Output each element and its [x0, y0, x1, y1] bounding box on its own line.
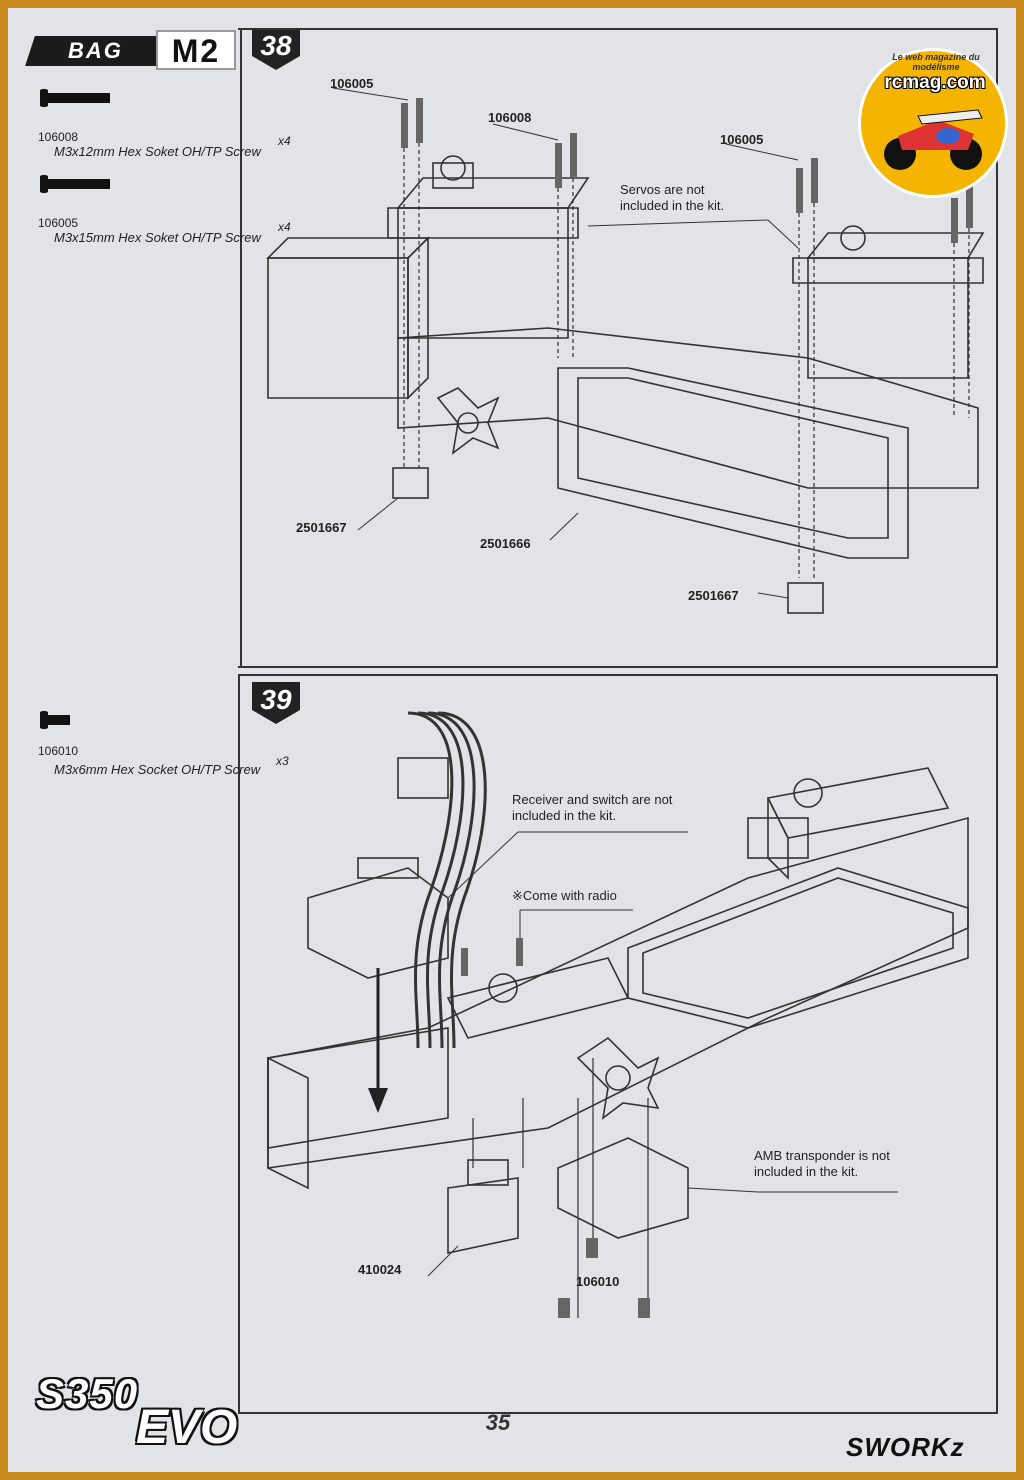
logo-line1: S350: [36, 1370, 139, 1417]
screw-description: M3x15mm Hex Soket OH/TP Screw: [54, 230, 261, 245]
screw-description: M3x6mm Hex Socket OH/TP Screw: [54, 762, 261, 777]
part-label-2501667-right: 2501667: [688, 588, 739, 603]
screw-icon: [40, 88, 110, 108]
step39-panel: [238, 674, 998, 1414]
watermark-tagline: Le web magazine du modélisme: [892, 52, 980, 72]
s350-evo-logo: S350 EVO: [36, 1370, 276, 1458]
step-number: 39: [260, 684, 292, 715]
bag-code: M2: [156, 30, 236, 70]
screw-description: M3x12mm Hex Soket OH/TP Screw: [54, 144, 261, 159]
screw-code: 106008: [38, 130, 79, 144]
step38-panel: [238, 28, 998, 668]
screw-quantity: x4: [278, 134, 291, 148]
buggy-icon: [884, 109, 983, 170]
bag-header: BAG M2: [25, 30, 244, 70]
part-label-106008: 106008: [488, 110, 532, 125]
step-badge-shape: [252, 682, 300, 724]
screw-code: 106010: [38, 744, 79, 758]
step-badge-shape: [252, 28, 300, 70]
step-badge-39: 39: [248, 680, 304, 726]
step-badge-38: 38: [248, 26, 304, 72]
screw-quantity: x3: [276, 754, 289, 768]
bag-label: BAG: [68, 38, 123, 63]
step39-diagram: [267, 711, 969, 1318]
screw-icon: [40, 710, 70, 730]
screw-code: 106005: [38, 216, 79, 230]
part-label-106005: 106005: [330, 76, 374, 91]
servo-note: Servos are not included in the kit.: [620, 182, 725, 213]
receiver-note: Receiver and switch are not included in …: [512, 792, 673, 823]
screw-quantity: x4: [278, 220, 291, 234]
step38-diagram: [266, 87, 985, 614]
rcmag-watermark: Le web magazine du modélisme rcmag.com: [858, 48, 1008, 198]
manual-page: BAG M2 38 106008 M3x12mm Hex Soket OH/TP…: [8, 8, 1016, 1472]
logo-line2: EVO: [136, 1401, 238, 1454]
part-label-410024: 410024: [358, 1262, 402, 1277]
transponder-note: AMB transponder is not included in the k…: [754, 1148, 890, 1179]
step-number: 38: [260, 30, 292, 61]
part-label-2501666: 2501666: [480, 536, 531, 551]
page-number: 35: [485, 1410, 511, 1435]
watermark-brand: rcmag.com: [884, 72, 986, 93]
sworkz-logo: SWORKz: [846, 1432, 965, 1462]
screw-icon: [40, 174, 110, 194]
column-divider: [240, 28, 242, 668]
part-label-2501667-left: 2501667: [296, 520, 347, 535]
part-label-106010: 106010: [576, 1274, 620, 1289]
part-label-106005-right: 106005: [720, 132, 764, 147]
radio-note: ※Come with radio: [512, 888, 617, 903]
